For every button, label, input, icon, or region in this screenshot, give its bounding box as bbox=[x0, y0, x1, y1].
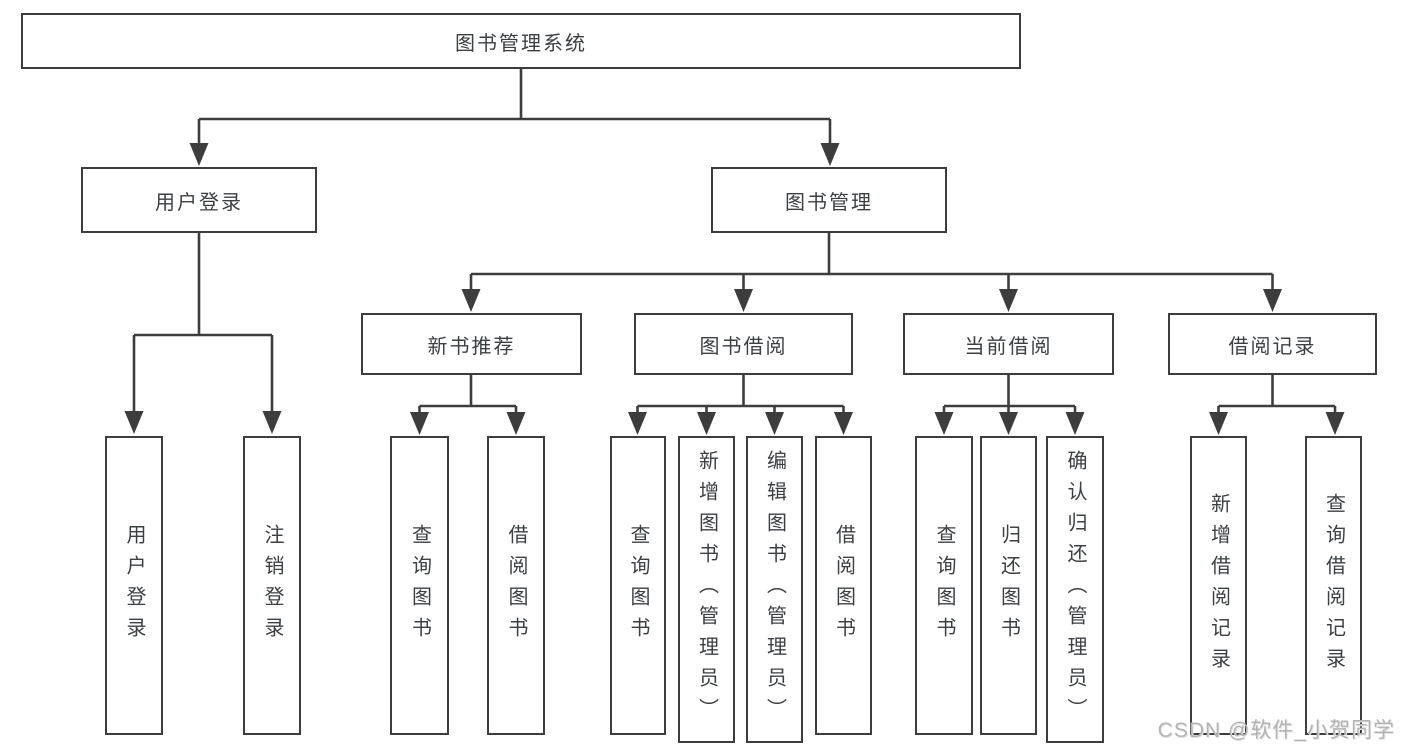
leaf-user-login: 用户登录 bbox=[105, 436, 163, 735]
leaf-label: 用户登录 bbox=[123, 523, 145, 648]
leaf-label: 新增借阅记录 bbox=[1207, 492, 1230, 679]
leaf-label: 查询借阅记录 bbox=[1322, 492, 1345, 679]
leaf-add-borrow-record: 新增借阅记录 bbox=[1190, 436, 1247, 735]
node-label: 借阅记录 bbox=[1228, 335, 1317, 358]
leaf-label: 新增图书（管理员） bbox=[695, 450, 718, 729]
node-label: 图书借阅 bbox=[699, 335, 788, 358]
leaf-label: 查询图书 bbox=[627, 523, 649, 648]
node-book-management: 图书管理 bbox=[711, 167, 947, 233]
leaf-query-books-current: 查询图书 bbox=[915, 436, 973, 735]
leaf-query-books-recommend: 查询图书 bbox=[390, 436, 449, 735]
leaf-label: 查询图书 bbox=[408, 523, 431, 648]
node-label: 图书管理系统 bbox=[455, 32, 587, 55]
leaf-label: 确认归还（管理员） bbox=[1064, 450, 1086, 729]
leaf-label: 注销登录 bbox=[261, 523, 283, 648]
watermark: CSDN @软件_小贺同学 bbox=[1157, 719, 1395, 742]
leaf-query-books-borrow: 查询图书 bbox=[610, 436, 666, 735]
leaf-label: 归还图书 bbox=[997, 523, 1020, 648]
leaf-query-borrow-record: 查询借阅记录 bbox=[1305, 436, 1362, 735]
node-new-book-recommendation: 新书推荐 bbox=[361, 313, 582, 375]
leaf-add-book-admin: 新增图书（管理员） bbox=[678, 436, 735, 743]
leaf-label: 借阅图书 bbox=[832, 523, 855, 648]
node-book-borrowing: 图书借阅 bbox=[634, 313, 853, 375]
node-label: 图书管理 bbox=[785, 191, 873, 214]
node-library-management-system: 图书管理系统 bbox=[21, 13, 1021, 69]
node-current-borrowing: 当前借阅 bbox=[903, 313, 1114, 375]
node-label: 新书推荐 bbox=[427, 335, 516, 358]
leaf-label: 借阅图书 bbox=[505, 523, 527, 648]
node-user-login: 用户登录 bbox=[81, 167, 317, 233]
leaf-confirm-return-admin: 确认归还（管理员） bbox=[1046, 436, 1104, 743]
leaf-logout: 注销登录 bbox=[243, 436, 301, 735]
leaf-borrow-books-borrow: 借阅图书 bbox=[815, 436, 872, 735]
node-borrowing-records: 借阅记录 bbox=[1168, 313, 1377, 375]
node-label: 当前借阅 bbox=[964, 335, 1053, 358]
leaf-return-books: 归还图书 bbox=[980, 436, 1037, 735]
leaf-edit-book-admin: 编辑图书（管理员） bbox=[746, 436, 803, 743]
leaf-label: 编辑图书（管理员） bbox=[763, 450, 786, 729]
node-label: 用户登录 bbox=[155, 191, 243, 214]
leaf-borrow-books-recommend: 借阅图书 bbox=[487, 436, 545, 735]
leaf-label: 查询图书 bbox=[933, 523, 955, 648]
